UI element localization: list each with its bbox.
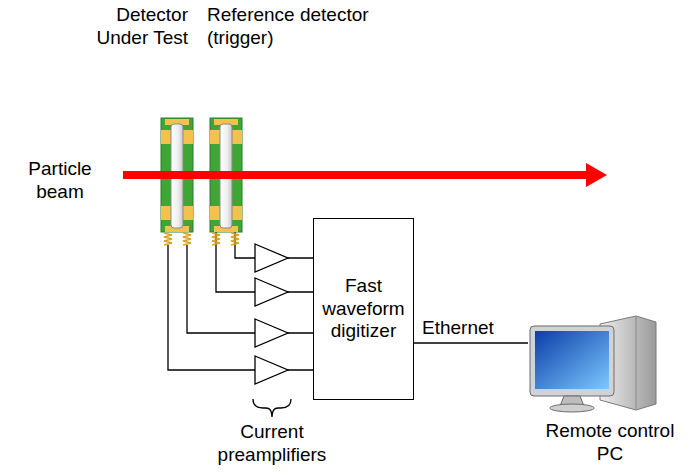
detector-illustration	[210, 118, 242, 245]
monitor-base	[550, 404, 594, 412]
beam-head	[586, 163, 607, 187]
signal-wire	[187, 245, 313, 333]
detector-label-group: Reference detector (trigger)	[207, 4, 382, 215]
group-label: Current preamplifiers	[200, 421, 344, 467]
particle-beam-arrow	[123, 163, 607, 187]
amplifier-symbol	[255, 356, 288, 384]
beam-label: Particle beam	[15, 158, 105, 204]
detector-label-group: Detector Under Test	[88, 4, 192, 245]
detector-illustration	[161, 118, 193, 245]
spring-contact	[212, 233, 220, 245]
amplifier-symbol	[255, 319, 288, 347]
ethernet-cable	[414, 342, 528, 344]
spring-contact	[183, 233, 191, 245]
amplifier-symbol	[255, 244, 288, 272]
node-text: Reference detector (trigger)	[207, 4, 382, 50]
computer-node: Remote control PC	[528, 318, 692, 468]
monitor-screen	[535, 331, 609, 389]
node-text: Detector Under Test	[88, 4, 188, 50]
pc-tower-edge	[636, 316, 637, 410]
beam-shaft	[123, 171, 590, 179]
node-text: Remote control PC	[540, 420, 680, 466]
preamplifiers	[255, 244, 288, 384]
signal-wire	[168, 245, 313, 370]
pc-illustration	[530, 316, 656, 412]
node-text: Fast waveform digitizer	[321, 275, 406, 343]
spring-contact	[164, 233, 172, 245]
process-box: Fast waveform digitizer	[313, 218, 414, 400]
amplifier-symbol	[255, 278, 288, 306]
edge-label: Ethernet	[420, 317, 496, 340]
curly-brace	[253, 399, 291, 417]
monitor-frame	[530, 326, 614, 396]
spring-contact	[231, 233, 239, 245]
